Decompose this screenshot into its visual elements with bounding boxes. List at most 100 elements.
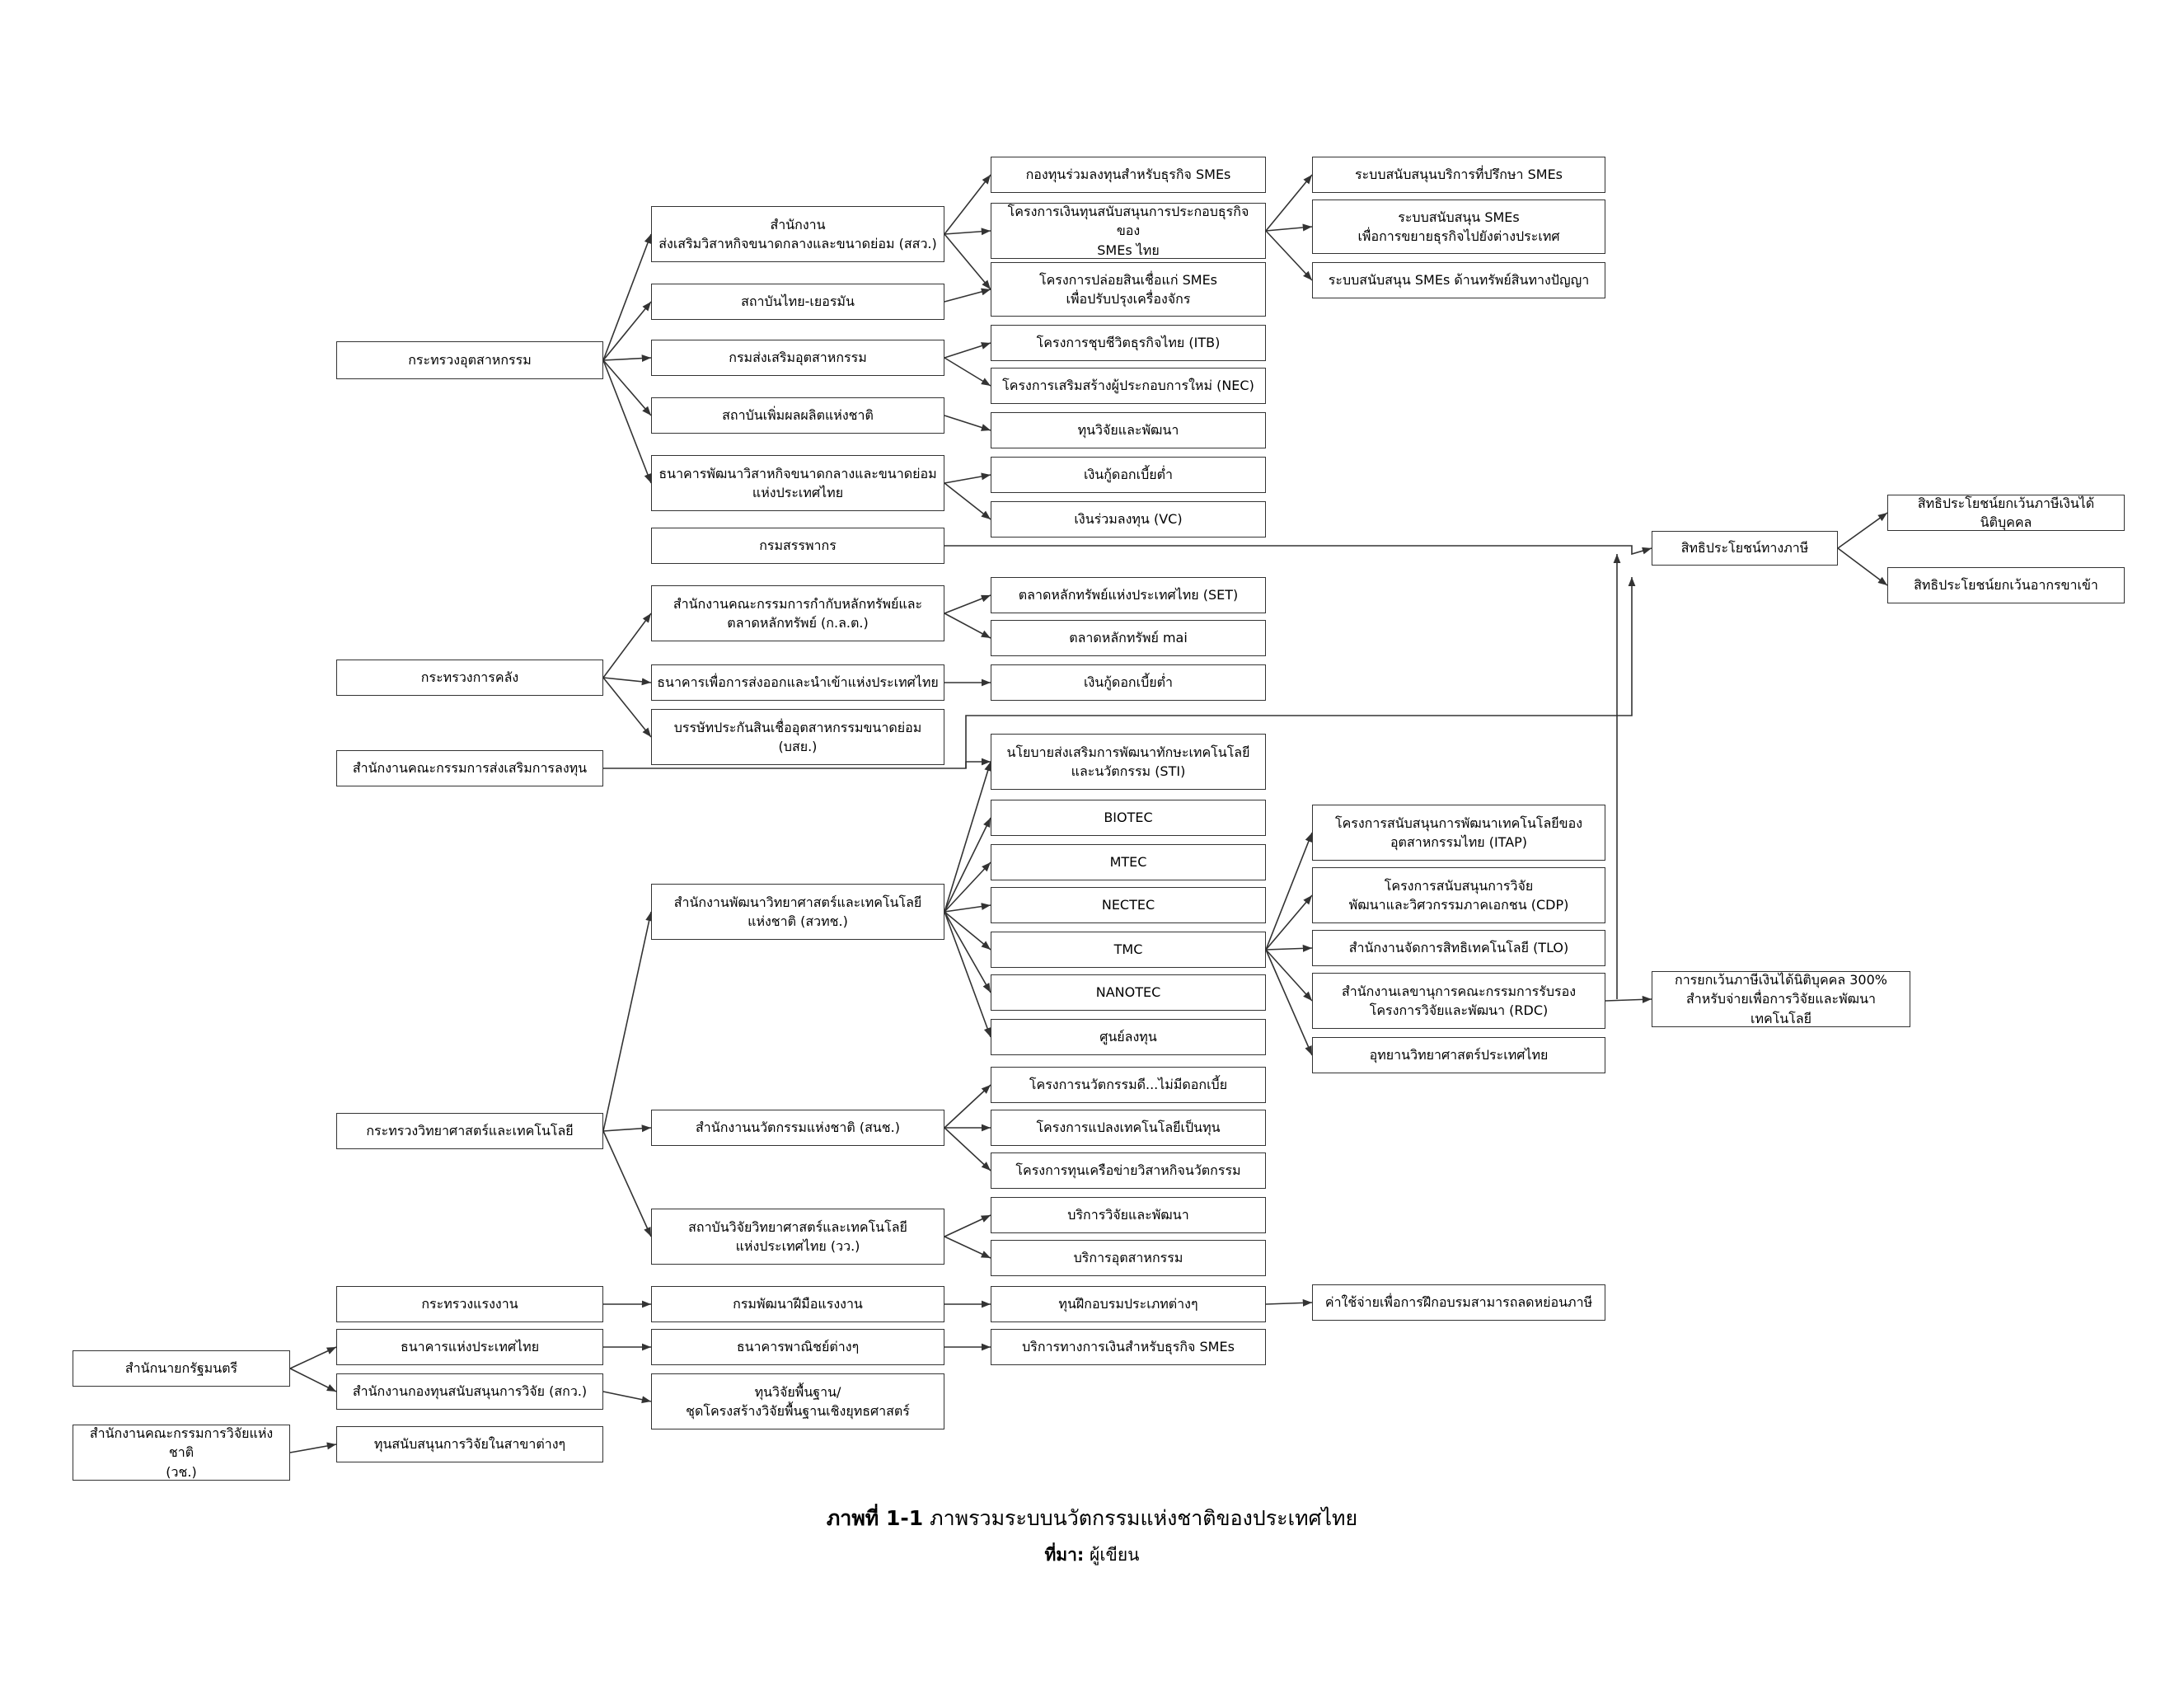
arrow-moi-to-sme_bank <box>602 359 652 484</box>
node-sme-bank: ธนาคารพัฒนาวิสาหกิจขนาดกลางและขนาดย่อม แ… <box>651 455 944 511</box>
node-bot: ธนาคารแห่งประเทศไทย <box>336 1329 603 1365</box>
node-sme-vc-fund: กองทุนร่วมลงทุนสำหรับธุรกิจ SMEs <box>991 157 1266 193</box>
node-import-exempt: สิทธิประโยชน์ยกเว้นอากรขาเข้า <box>1887 567 2125 603</box>
arrow-nat_prod-to-rd_fund <box>944 415 991 431</box>
node-innov-nointerest: โครงการนวัตกรรมดี...ไม่มีดอกเบี้ย <box>991 1067 1266 1103</box>
figure-caption: ภาพที่ 1-1 ภาพรวมระบบนวัตกรรมแห่งชาติของ… <box>0 1502 2184 1535</box>
node-itb: โครงการชุบชีวิตธุรกิจไทย (ITB) <box>991 325 1266 361</box>
source-text: ผู้เขียน <box>1084 1545 1140 1565</box>
arrow-mof-to-tcg <box>602 677 652 738</box>
node-nanotec: NANOTEC <box>991 974 1266 1011</box>
node-nec: โครงการเสริมสร้างผู้ประกอบการใหม่ (NEC) <box>991 368 1266 404</box>
arrow-rdc-to-tax300 <box>1605 995 1652 1003</box>
arrow-sme_office-to-sme_grant <box>944 228 991 236</box>
node-tax300: การยกเว้นภาษีเงินได้นิติบุคคล 300% สำหรั… <box>1652 971 1910 1027</box>
arrow-nstda-to-sti <box>944 761 991 913</box>
node-lowloan2: เงินกู้ดอกเบี้ยต่ำ <box>991 664 1266 701</box>
node-training-deduct: ค่าใช้จ่ายเพื่อการฝึกอบรมสามารถลดหย่อนภา… <box>1312 1284 1605 1321</box>
arrow-nstda-to-tmc <box>944 911 991 951</box>
arrow-boi-to-sti <box>965 758 991 768</box>
arrow-pm_office-to-bot <box>289 1346 337 1369</box>
arrow-tax_benefit-to-corp_tax_exempt <box>1837 512 1888 549</box>
arrow-training_fund-to-training_deduct <box>1265 1298 1313 1307</box>
node-rd-service: บริการวิจัยและพัฒนา <box>991 1197 1266 1233</box>
arrow-tmc-to-itap <box>1265 832 1313 951</box>
node-sci-park: อุทยานวิทยาศาสตร์ประเทศไทย <box>1312 1037 1605 1073</box>
arrow-tistr-to-rd_service <box>944 1214 991 1237</box>
arrow-revenue-to-tax-benefit <box>944 545 1652 556</box>
arrow-sme_bank-to-vc <box>944 482 991 520</box>
arrow-most-to-nstda <box>602 911 653 1132</box>
node-dsd: กรมพัฒนาฝีมือแรงงาน <box>651 1286 944 1322</box>
arrow-sme_office-to-sme_vc_fund <box>944 174 991 235</box>
node-revenue: กรมสรรพากร <box>651 528 944 564</box>
node-tlo: สำนักงานจัดการสิทธิเทคโนโลยี (TLO) <box>1312 930 1605 966</box>
arrow-nstda-to-nanotec <box>944 911 991 993</box>
arrow-tax_benefit-to-import_exempt <box>1837 547 1888 586</box>
arrow-nstda-to-venture_center <box>944 911 991 1038</box>
arrow-nstda-to-biotec <box>944 817 991 913</box>
node-exim: ธนาคารเพื่อการส่งออกและนำเข้าแห่งประเทศไ… <box>651 664 944 701</box>
arrow-tistr-to-ind_service <box>944 1236 991 1259</box>
node-tech-capital: โครงการแปลงเทคโนโลยีเป็นทุน <box>991 1110 1266 1146</box>
node-sme-loan-machine: โครงการปล่อยสินเชื่อแก่ SMEs เพื่อปรับปร… <box>991 262 1266 317</box>
node-mtec: MTEC <box>991 844 1266 880</box>
node-nat-prod: สถาบันเพิ่มผลผลิตแห่งชาติ <box>651 397 944 434</box>
node-rdc: สำนักงานเลขานุการคณะกรรมการรับรอง โครงกา… <box>1312 973 1605 1029</box>
node-set: ตลาดหลักทรัพย์แห่งประเทศไทย (SET) <box>991 577 1266 613</box>
arrow-tmc-to-rdc <box>1265 949 1313 1002</box>
node-nstda: สำนักงานพัฒนาวิทยาศาสตร์และเทคโนโลยี แห่… <box>651 884 944 940</box>
arrow-nrct-to-research_grants <box>289 1442 337 1453</box>
node-pm-office: สำนักนายกรัฐมนตรี <box>73 1350 290 1387</box>
arrow-mof-to-exim <box>602 677 652 686</box>
node-sme-office: สำนักงาน ส่งเสริมวิสาหกิจขนาดกลางและขนาด… <box>651 206 944 262</box>
figure-title: ภาพรวมระบบนวัตกรรมแห่งชาติของประเทศไทย <box>923 1506 1358 1530</box>
node-sme-grant: โครงการเงินทุนสนับสนุนการประกอบธุรกิจของ… <box>991 203 1266 259</box>
node-tcg: บรรษัทประกันสินเชื่ออุตสาหกรรมขนาดย่อม (… <box>651 709 944 765</box>
node-biotec: BIOTEC <box>991 800 1266 836</box>
node-thai-german: สถาบันไทย-เยอรมัน <box>651 284 944 320</box>
arrow-dip-to-nec <box>944 357 991 387</box>
arrow-sme_office-to-sme_loan_machine <box>944 233 991 290</box>
arrow-nstda-to-mtec <box>944 861 991 913</box>
arrow-pm_office-to-trf <box>289 1368 337 1392</box>
arrow-sme_grant-to-sme_consult <box>1265 174 1313 232</box>
arrow-sec-to-set <box>944 594 991 614</box>
arrow-tmc-to-cdp <box>1265 894 1313 951</box>
arrow-mof-to-sec <box>602 613 652 678</box>
arrow-most-to-nia <box>602 1124 652 1133</box>
node-training-fund: ทุนฝึกอบรมประเภทต่างๆ <box>991 1286 1266 1322</box>
node-sme-expand: ระบบสนับสนุน SMEs เพื่อการขยายธุรกิจไปยั… <box>1312 200 1605 254</box>
arrow-moi-to-dip <box>602 354 652 363</box>
arrow-sme_bank-to-lowloan1 <box>944 472 991 484</box>
arrow-moi-to-thai_german <box>602 301 652 361</box>
node-nia: สำนักงานนวัตกรรมแห่งชาติ (สนช.) <box>651 1110 944 1146</box>
arrow-most-to-tistr <box>602 1130 652 1237</box>
node-corp-tax-exempt: สิทธิประโยชน์ยกเว้นภาษีเงินได้นิติบุคคล <box>1887 495 2125 531</box>
arrow-thai_german-to-sme_loan_machine <box>944 288 991 303</box>
node-sme-ip: ระบบสนับสนุน SMEs ด้านทรัพย์สินทางปัญญา <box>1312 262 1605 298</box>
node-sme-consult: ระบบสนับสนุนบริการที่ปรึกษา SMEs <box>1312 157 1605 193</box>
figure-source: ที่มา: ผู้เขียน <box>0 1542 2184 1569</box>
node-itap: โครงการสนับสนุนการพัฒนาเทคโนโลยีของ อุตส… <box>1312 805 1605 861</box>
arrow-moi-to-sme_office <box>602 233 652 361</box>
node-cdp: โครงการสนับสนุนการวิจัย พัฒนาและวิศวกรรม… <box>1312 867 1605 923</box>
node-rd-fund: ทุนวิจัยและพัฒนา <box>991 412 1266 448</box>
arrow-nia-to-innov_network <box>944 1127 991 1171</box>
node-innov-network: โครงการทุนเครือข่ายวิสาหกิจนวัตกรรม <box>991 1152 1266 1189</box>
node-boi: สำนักงานคณะกรรมการส่งเสริมการลงทุน <box>336 750 603 786</box>
node-comm-banks: ธนาคารพาณิชย์ต่างๆ <box>651 1329 944 1365</box>
node-fin-services: บริการทางการเงินสำหรับธุรกิจ SMEs <box>991 1329 1266 1365</box>
node-venture-center: ศูนย์ลงทุน <box>991 1019 1266 1055</box>
arrow-tmc-to-sci_park <box>1265 949 1313 1056</box>
arrow-trf-to-basic_research <box>602 1391 652 1404</box>
node-tax-benefit: สิทธิประโยชน์ทางภาษี <box>1652 531 1838 566</box>
node-nrct: สำนักงานคณะกรรมการวิจัยแห่งชาติ (วช.) <box>73 1425 290 1481</box>
arrow-boi-to-tax-benefit <box>603 577 1636 769</box>
arrow-tmc-to-tlo <box>1265 944 1313 952</box>
arrow-sme_grant-to-sme_ip <box>1265 230 1313 281</box>
node-ind-service: บริการอุตสาหกรรม <box>991 1240 1266 1276</box>
arrow-dip-to-itb <box>944 342 991 359</box>
